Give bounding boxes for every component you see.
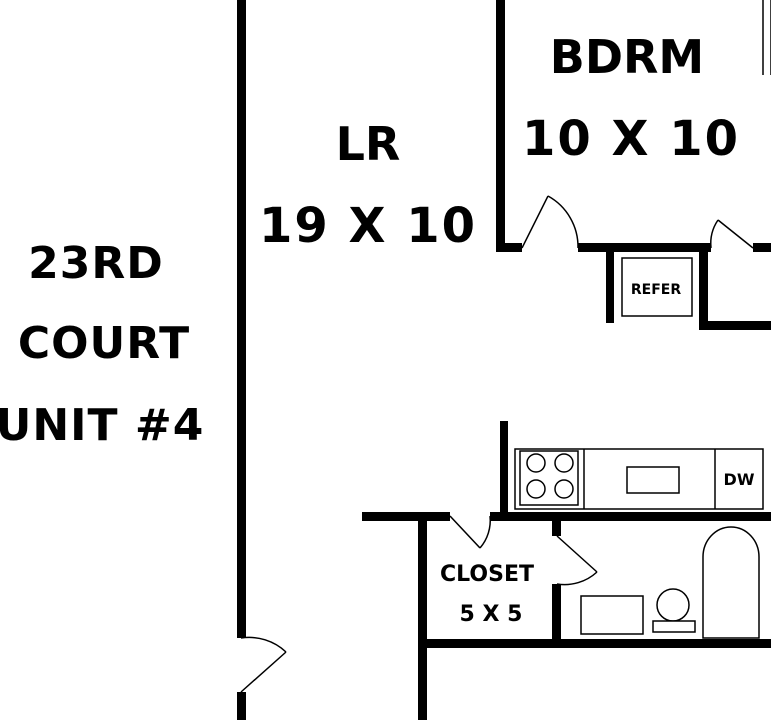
building-label-line1: 23RD xyxy=(28,238,164,289)
bedroom-label: BDRM 10 X 10 xyxy=(522,30,740,167)
wall-kitchen-bottom-left xyxy=(362,512,450,521)
wall-kitchen-left xyxy=(500,421,508,521)
bedroom-window xyxy=(762,0,771,75)
wall-closet-right-lower xyxy=(552,584,561,648)
bathroom-door xyxy=(556,535,598,586)
closet-label: CLOSET 5 X 5 xyxy=(440,562,534,627)
vanity-icon xyxy=(580,595,644,635)
refrigerator-label: REFER xyxy=(631,282,681,298)
bathtub-icon xyxy=(702,526,760,639)
bedroom-size: 10 X 10 xyxy=(522,111,740,167)
wall-bath-bottom xyxy=(418,639,771,648)
sink-icon xyxy=(626,466,680,494)
stove-icon xyxy=(519,450,579,506)
wall-kitchen-bottom-right xyxy=(490,512,771,521)
closet-size: 5 X 5 xyxy=(460,602,523,627)
kitchen-counter: DW xyxy=(514,448,764,510)
living-room-name: LR xyxy=(336,117,401,171)
doors xyxy=(240,195,754,693)
refrigerator: REFER xyxy=(621,257,693,317)
wall-closet2-bottom xyxy=(699,321,771,330)
living-room-label: LR 19 X 10 xyxy=(259,117,477,254)
wall-closet-left xyxy=(418,512,427,720)
closet-name: CLOSET xyxy=(440,562,534,587)
wall-bedroom-bottom-mid xyxy=(578,243,711,252)
building-label-line2: COURT xyxy=(18,318,190,369)
wall-refer-left xyxy=(606,243,614,323)
building-label-line3: UNIT #4 xyxy=(0,400,204,451)
closet-door xyxy=(449,515,491,549)
living-room-size: 19 X 10 xyxy=(259,198,477,254)
wall-closet2-left xyxy=(699,243,708,330)
wall-bedroom-left xyxy=(496,0,505,252)
entry-door xyxy=(240,636,287,693)
bedroom-door xyxy=(521,195,579,249)
walls xyxy=(237,0,771,720)
wall-bedroom-bottom-right xyxy=(753,243,771,252)
wall-bedroom-bottom-left xyxy=(496,243,522,252)
bedroom-closet-door xyxy=(710,219,754,249)
wall-left-lower xyxy=(237,692,246,720)
building-label: 23RD COURT UNIT #4 xyxy=(0,238,204,451)
dishwasher-label: DW xyxy=(724,470,755,489)
wall-left-upper xyxy=(237,0,246,638)
toilet-icon xyxy=(652,588,696,633)
bedroom-name: BDRM xyxy=(550,30,704,84)
bathroom-fixtures xyxy=(580,526,760,639)
wall-closet-right-upper xyxy=(552,512,561,536)
